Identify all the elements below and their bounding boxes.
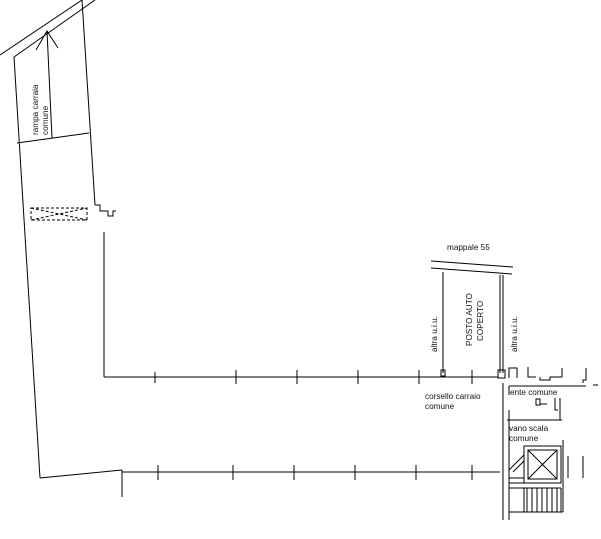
- car-symbol: [30, 207, 88, 221]
- stairwell-label-line1: vano scala: [509, 424, 549, 433]
- corridor-upper-wall: [103, 232, 498, 384]
- stairwell-label-line2: comune: [509, 434, 539, 443]
- driveway-label-line2: comune: [425, 402, 455, 411]
- corridor-lower-wall: [121, 465, 500, 497]
- other-unit-left-label: altra u.i.u.: [430, 316, 439, 352]
- staircase: [508, 454, 563, 513]
- stair-block-walls: [502, 367, 598, 520]
- parking-label-line1: POSTO AUTO: [465, 293, 474, 346]
- other-unit-right-label: altra u.i.u.: [510, 316, 519, 352]
- ramp-label-line2: comune: [41, 105, 50, 135]
- ramp-direction-arrow-icon: [35, 30, 59, 139]
- driveway-label-line1: corsello carraio: [425, 392, 481, 401]
- parking-label-line2: COPERTO: [476, 301, 485, 341]
- ramp-outline: [0, 0, 123, 479]
- ramp-label-line1: rampa carraia: [31, 84, 40, 135]
- lift-shaft: [523, 445, 562, 484]
- parcel-boundary: [430, 260, 514, 275]
- parking-space-walls: [440, 272, 506, 379]
- parcel-label: mappale 55: [447, 243, 490, 252]
- wall-notch: [95, 204, 116, 217]
- common-entrance-label: ente comune: [510, 388, 558, 397]
